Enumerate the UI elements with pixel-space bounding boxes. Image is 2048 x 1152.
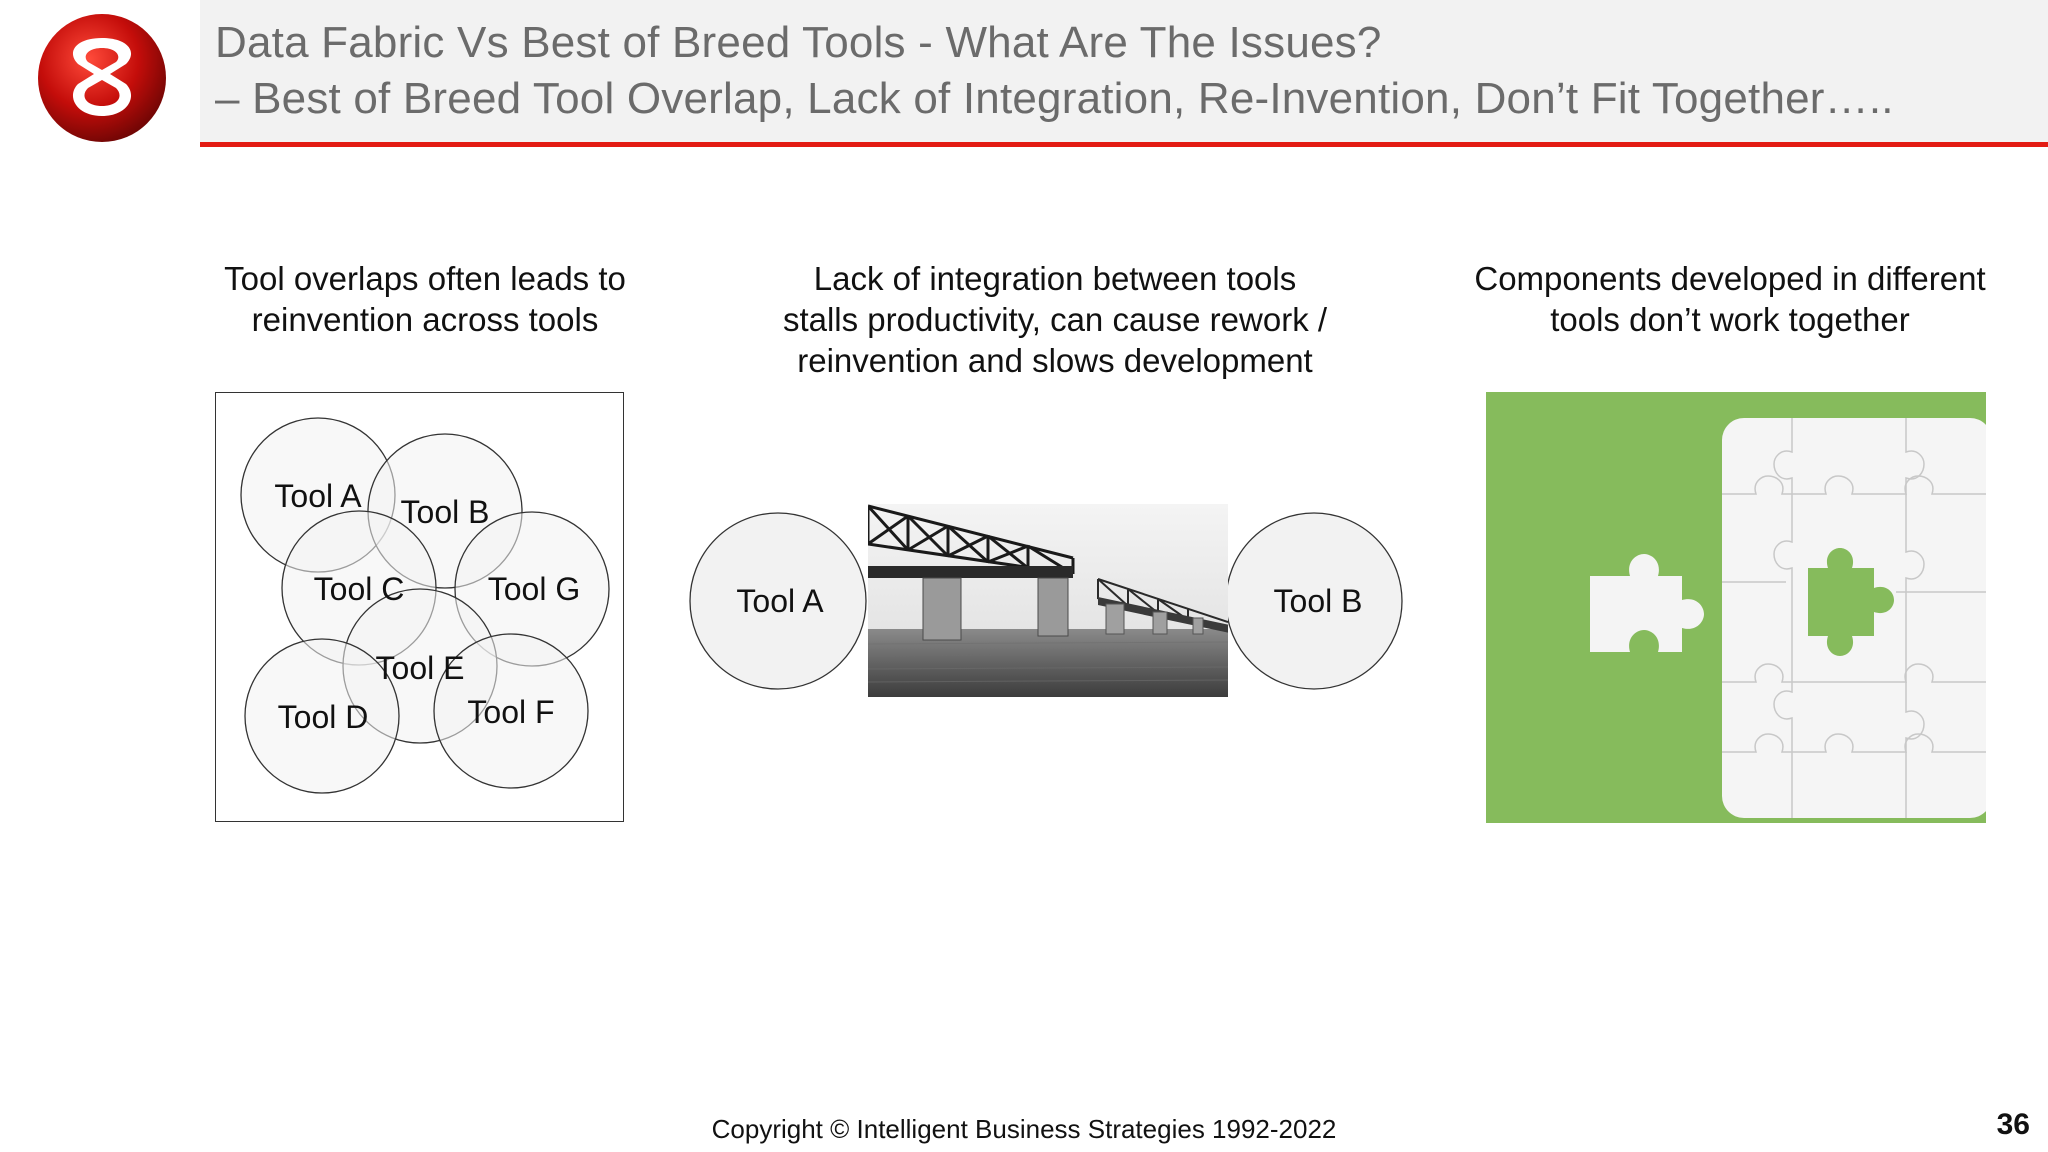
tool-b-label: Tool B [1274,583,1363,619]
company-logo [38,14,166,142]
tool-label-b: Tool B [401,494,490,530]
fit-caption-line: tools don’t work together [1550,301,1910,338]
integration-caption: Lack of integration between tools stalls… [740,258,1370,381]
slide-title: Data Fabric Vs Best of Breed Tools - Wha… [215,18,1382,67]
tool-circle-d [244,638,400,794]
header-rule [200,142,2048,147]
broken-bridge-image [868,504,1228,697]
tool-label-g: Tool G [488,571,580,607]
tool-label-d: Tool D [278,699,369,735]
overlap-caption-line: Tool overlaps often leads to [224,260,626,297]
tool-label-e: Tool E [376,650,465,686]
overlap-caption-line: reinvention across tools [251,301,599,338]
tool-a-circle [689,512,867,690]
puzzle-image [1486,392,1986,823]
header-band [200,0,2048,142]
integration-caption-line: Lack of integration between tools [813,260,1297,297]
integration-diagram: Tool A Tool B [689,512,1403,690]
tool-label-f: Tool F [467,694,554,730]
overlap-caption: Tool overlaps often leads to reinvention… [190,258,660,340]
integration-caption-line: stalls productivity, can cause rework / [782,301,1328,338]
fit-caption-line: Components developed in different [1474,260,1986,297]
tool-overlap-diagram: Tool A Tool B Tool C Tool G Tool E Tool … [215,392,624,822]
copyright-notice: Copyright © Intelligent Business Strateg… [711,1114,1337,1144]
tool-circle-f [433,633,589,789]
missing-piece-slot [1808,548,1894,656]
slide-subtitle: – Best of Breed Tool Overlap, Lack of In… [215,74,1894,123]
page-number: 36 [1996,1108,2030,1141]
tool-label-c: Tool C [314,571,405,607]
loose-puzzle-piece [1590,554,1704,652]
tool-a-label: Tool A [736,583,824,619]
tool-overlap-svg: Tool A Tool B Tool C Tool G Tool E Tool … [240,417,610,794]
fit-caption: Components developed in different tools … [1450,258,2010,340]
tool-label-a: Tool A [274,478,362,514]
integration-caption-line: reinvention and slows development [797,342,1313,379]
